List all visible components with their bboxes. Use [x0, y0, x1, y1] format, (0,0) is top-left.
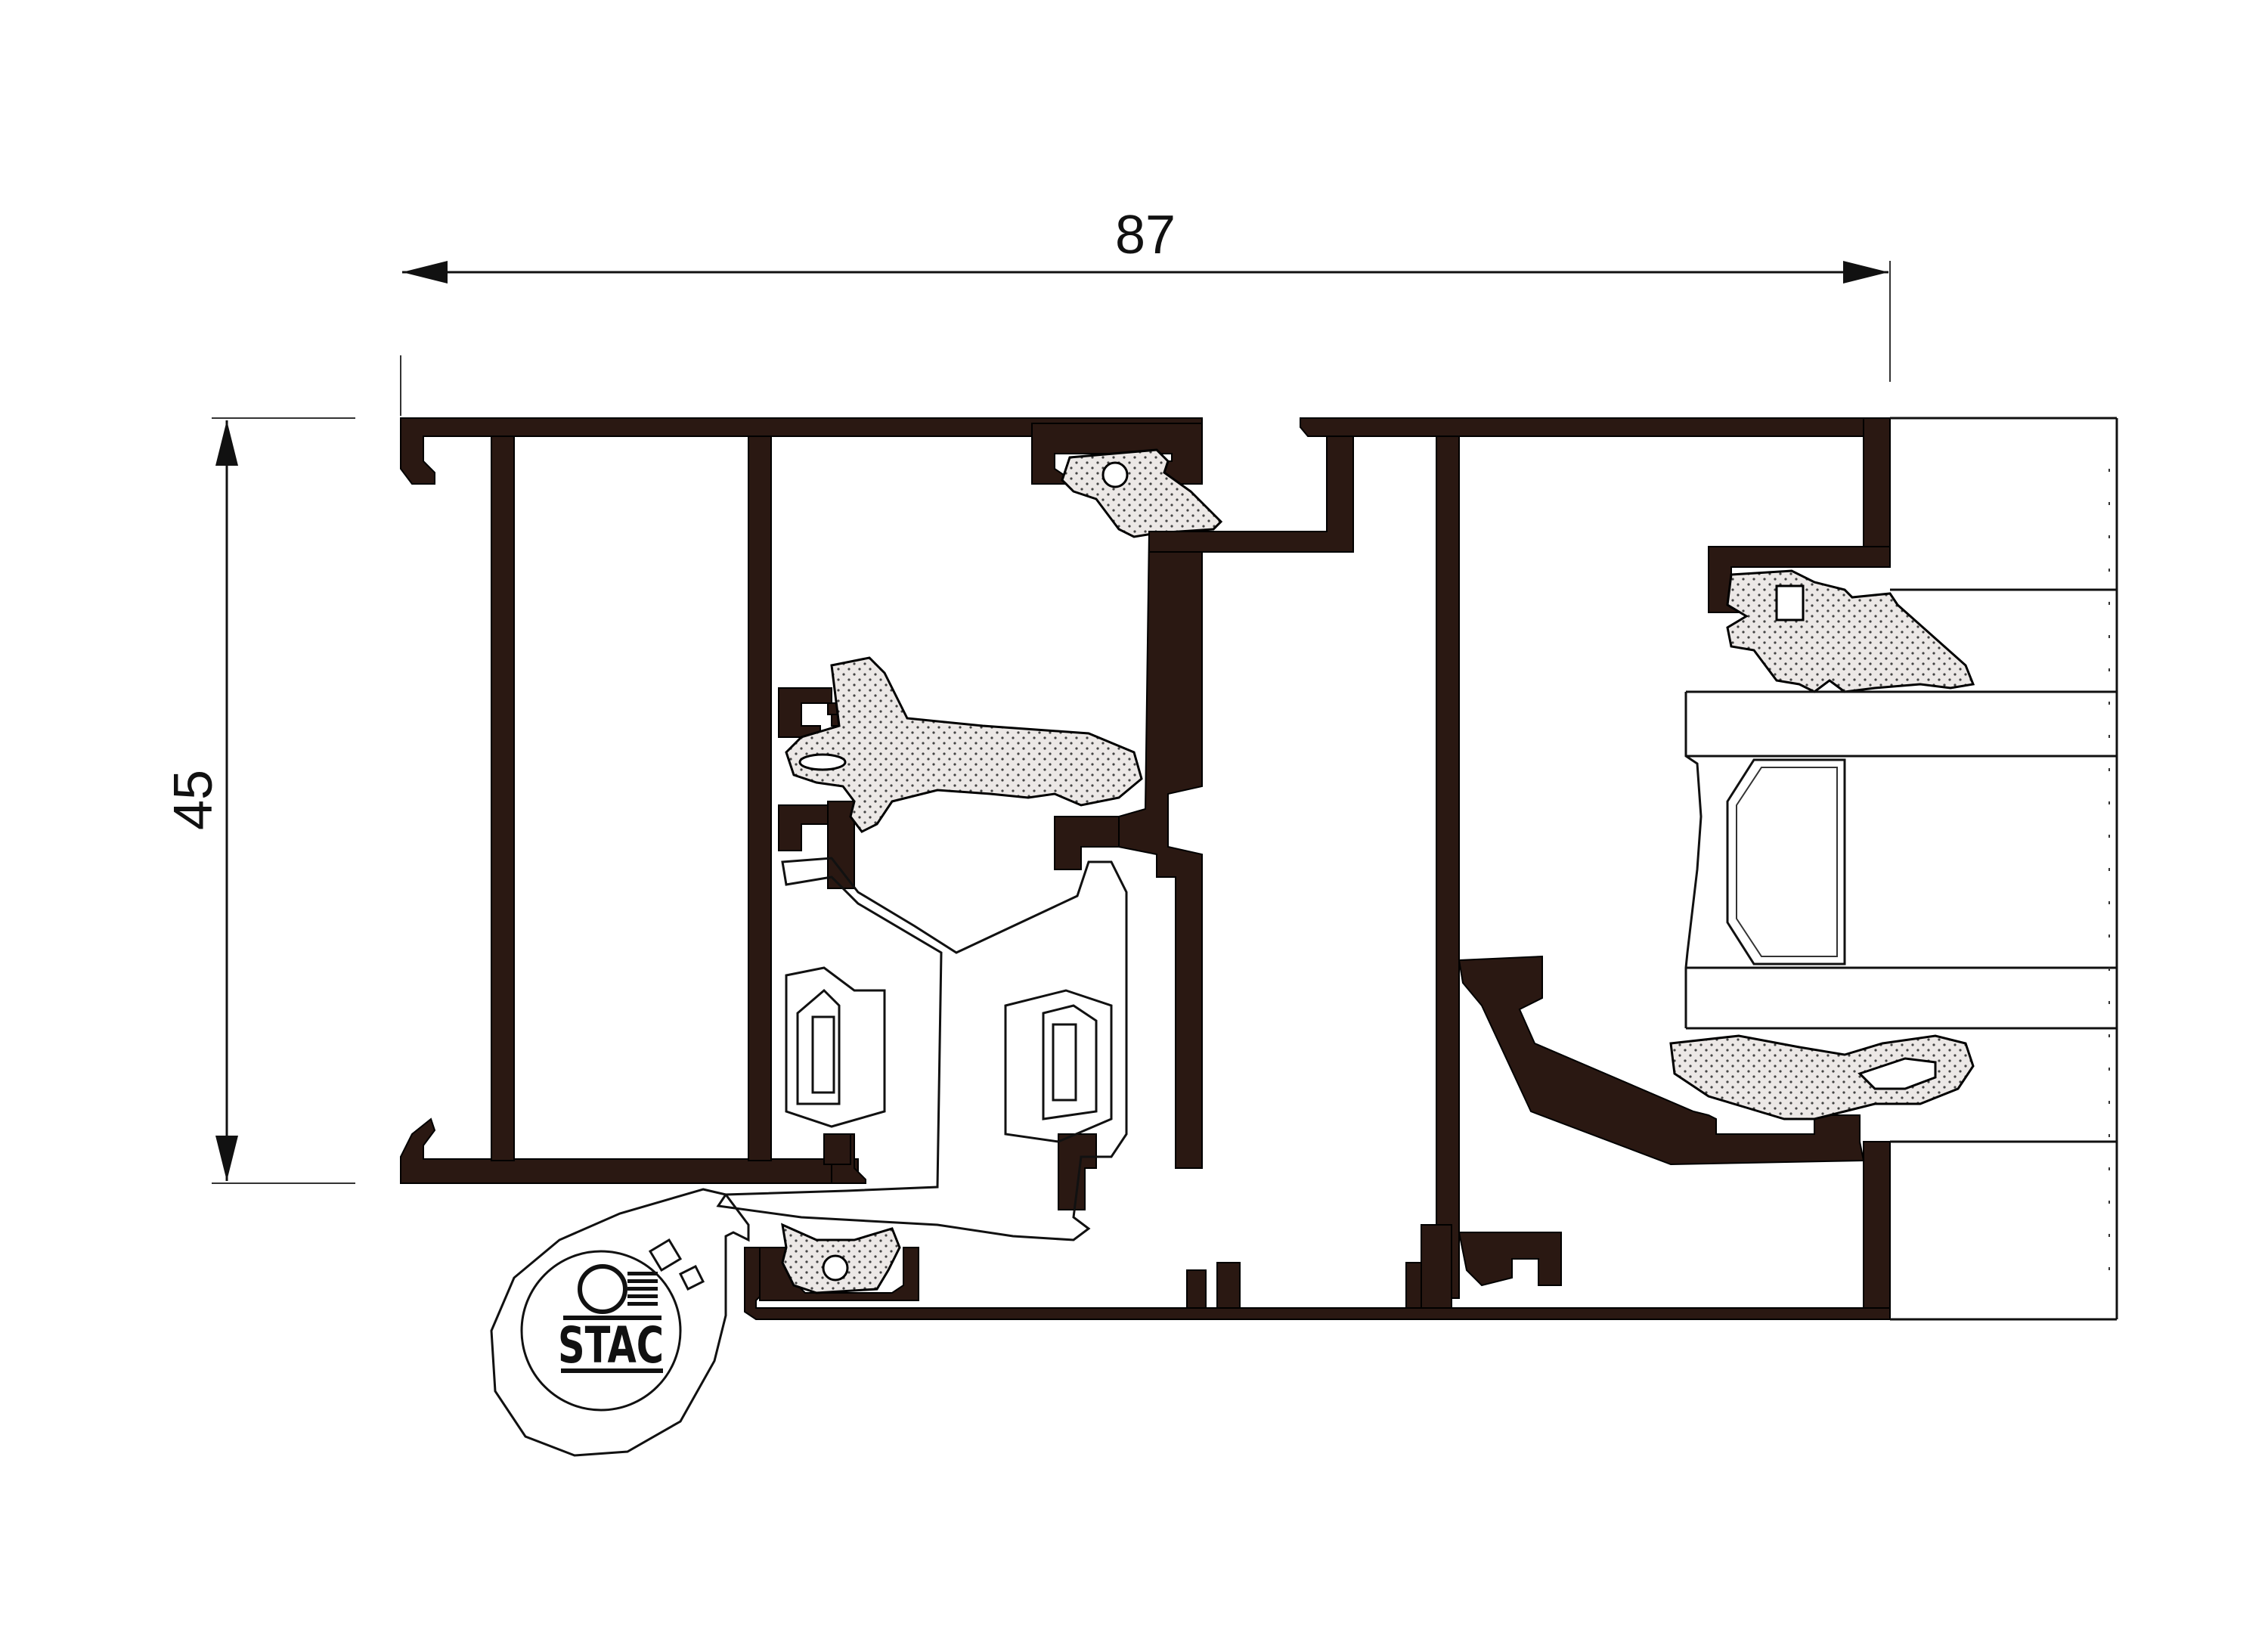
dimension-width: 87 — [400, 205, 1891, 416]
height-dimension-label: 45 — [163, 770, 224, 830]
glazing-gasket-top — [1726, 569, 1975, 693]
hinge-knuckle-outline — [490, 1188, 750, 1457]
frame-inner-web — [748, 435, 772, 1161]
sash-profile — [744, 417, 1891, 1320]
glazing-gasket-bottom-shape — [1669, 1034, 1975, 1120]
hinge-knuckle-inner-circle — [520, 1250, 682, 1412]
width-dimension-label: 87 — [1115, 205, 1176, 265]
glass-spacer — [1726, 758, 1846, 965]
hinge-left-pocket — [785, 966, 886, 1128]
stac-logo-ring — [578, 1264, 627, 1314]
frame-mid-step — [1054, 816, 1120, 870]
stac-logo: STAC — [558, 1264, 664, 1375]
frame-latch-right — [1058, 1133, 1097, 1210]
sash-outer-web — [1863, 417, 1891, 547]
glazing-bead-bottom — [1458, 955, 1865, 1166]
bottom-seal — [759, 1223, 919, 1301]
hinge-hardware — [716, 857, 1128, 1241]
glass-unit — [1684, 417, 2118, 1321]
stac-logo-text: STAC — [558, 1316, 664, 1375]
sash-lower-clip — [1458, 1232, 1562, 1287]
frame-top-gasket-holder — [1031, 423, 1223, 538]
frame-profile — [400, 417, 1203, 1210]
middle-seal-gasket — [785, 656, 1143, 833]
sash-outer-web-bottom — [1863, 1141, 1891, 1313]
middle-seal — [785, 656, 1143, 833]
sash-top-step — [1148, 435, 1354, 553]
glass-pane-edge — [1684, 692, 1703, 1028]
frame-outer-web — [491, 435, 515, 1161]
glazing-gasket-bottom — [1669, 1034, 1975, 1120]
frame-bottom-wall — [400, 1117, 859, 1184]
hinge-knuckle — [490, 1188, 750, 1457]
sash-inner-web — [1436, 435, 1460, 1299]
frame-right-chamber-wall — [1118, 531, 1203, 1169]
hinge-body-outline — [716, 857, 1128, 1241]
sash-top-wall — [1300, 417, 1891, 530]
dimension-height: 45 — [163, 417, 355, 1184]
hinge-right-pocket — [1004, 989, 1113, 1143]
frame-latch-left — [823, 1133, 851, 1165]
